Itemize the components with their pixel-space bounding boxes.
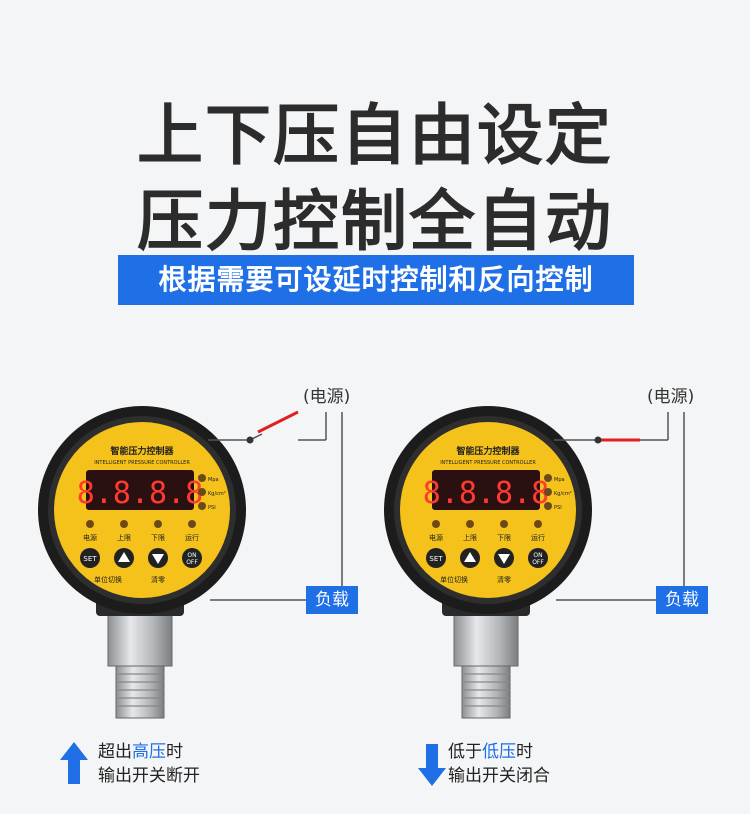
svg-text:Mpa: Mpa [208, 477, 219, 483]
left-caption-suffix: 时 [166, 742, 183, 762]
svg-text:SET: SET [429, 555, 443, 563]
svg-text:单位切换: 单位切换 [440, 575, 468, 584]
headline-line-1: 上下压自由设定 [137, 97, 613, 174]
svg-text:运行: 运行 [531, 533, 545, 542]
left-load-label: 负载 [306, 586, 358, 614]
svg-text:上限: 上限 [117, 533, 131, 542]
svg-text:下限: 下限 [151, 533, 165, 542]
right-caption-line-2: 输出开关闭合 [448, 766, 550, 786]
svg-text:INTELLIGENT PRESSURE CONTROLLE: INTELLIGENT PRESSURE CONTROLLER [440, 460, 536, 466]
left-caption-highlight: 高压 [132, 742, 166, 762]
right-controller: 智能压力控制器 INTELLIGENT PRESSURE CONTROLLER … [384, 406, 592, 719]
svg-text:PSI: PSI [554, 505, 562, 511]
left-thread [115, 665, 165, 719]
up-arrow-icon [60, 742, 88, 784]
svg-text:运行: 运行 [185, 533, 199, 542]
left-controller: 智能压力控制器 INTELLIGENT PRESSURE CONTROLLER … [38, 406, 246, 719]
left-caption-line-1: 超出高压时 [98, 740, 200, 764]
svg-text:OFF: OFF [186, 559, 198, 566]
svg-text:清零: 清零 [151, 575, 165, 584]
right-caption-line-1: 低于低压时 [448, 740, 550, 764]
svg-text:Kg/cm²: Kg/cm² [208, 491, 226, 497]
svg-text:上限: 上限 [463, 533, 477, 542]
left-wiring [208, 410, 343, 601]
left-gauge-title-en: INTELLIGENT PRESSURE CONTROLLER [94, 460, 190, 466]
right-caption-suffix: 时 [516, 742, 533, 762]
left-led-digits: 8.8.8.8 [77, 476, 203, 511]
left-hex-fitting [107, 611, 173, 667]
svg-text:智能压力控制器: 智能压力控制器 [456, 445, 520, 457]
svg-text:SET: SET [83, 555, 97, 563]
svg-text:电源: 电源 [83, 533, 97, 542]
headline-line-2: 压力控制全自动 [137, 183, 613, 260]
svg-text:8.8.8.8: 8.8.8.8 [423, 476, 549, 511]
svg-text:下限: 下限 [497, 533, 511, 542]
svg-text:ON: ON [187, 552, 196, 559]
svg-text:OFF: OFF [532, 559, 544, 566]
left-gauge-title-cn: 智能压力控制器 [110, 445, 174, 457]
subtitle-banner: 根据需要可设延时控制和反向控制 [118, 255, 634, 305]
right-caption-prefix: 低于 [448, 742, 482, 762]
svg-text:Mpa: Mpa [554, 477, 565, 483]
svg-text:PSI: PSI [208, 505, 216, 511]
left-caption: 超出高压时 输出开关断开 [98, 740, 200, 788]
right-load-label: 负载 [656, 586, 708, 614]
svg-text:Kg/cm²: Kg/cm² [554, 491, 572, 497]
down-arrow-icon [418, 744, 446, 786]
left-caption-prefix: 超出 [98, 742, 132, 762]
svg-text:单位切换: 单位切换 [94, 575, 122, 584]
right-caption-highlight: 低压 [482, 742, 516, 762]
svg-text:电源: 电源 [429, 533, 443, 542]
right-power-label: (电源) [647, 387, 695, 407]
svg-text:ON: ON [533, 552, 542, 559]
right-wiring [554, 412, 685, 601]
left-caption-line-2: 输出开关断开 [98, 766, 200, 786]
svg-text:清零: 清零 [497, 575, 511, 584]
right-caption: 低于低压时 输出开关闭合 [448, 740, 550, 788]
left-power-label: (电源) [303, 387, 351, 407]
left-led-display [86, 470, 194, 510]
